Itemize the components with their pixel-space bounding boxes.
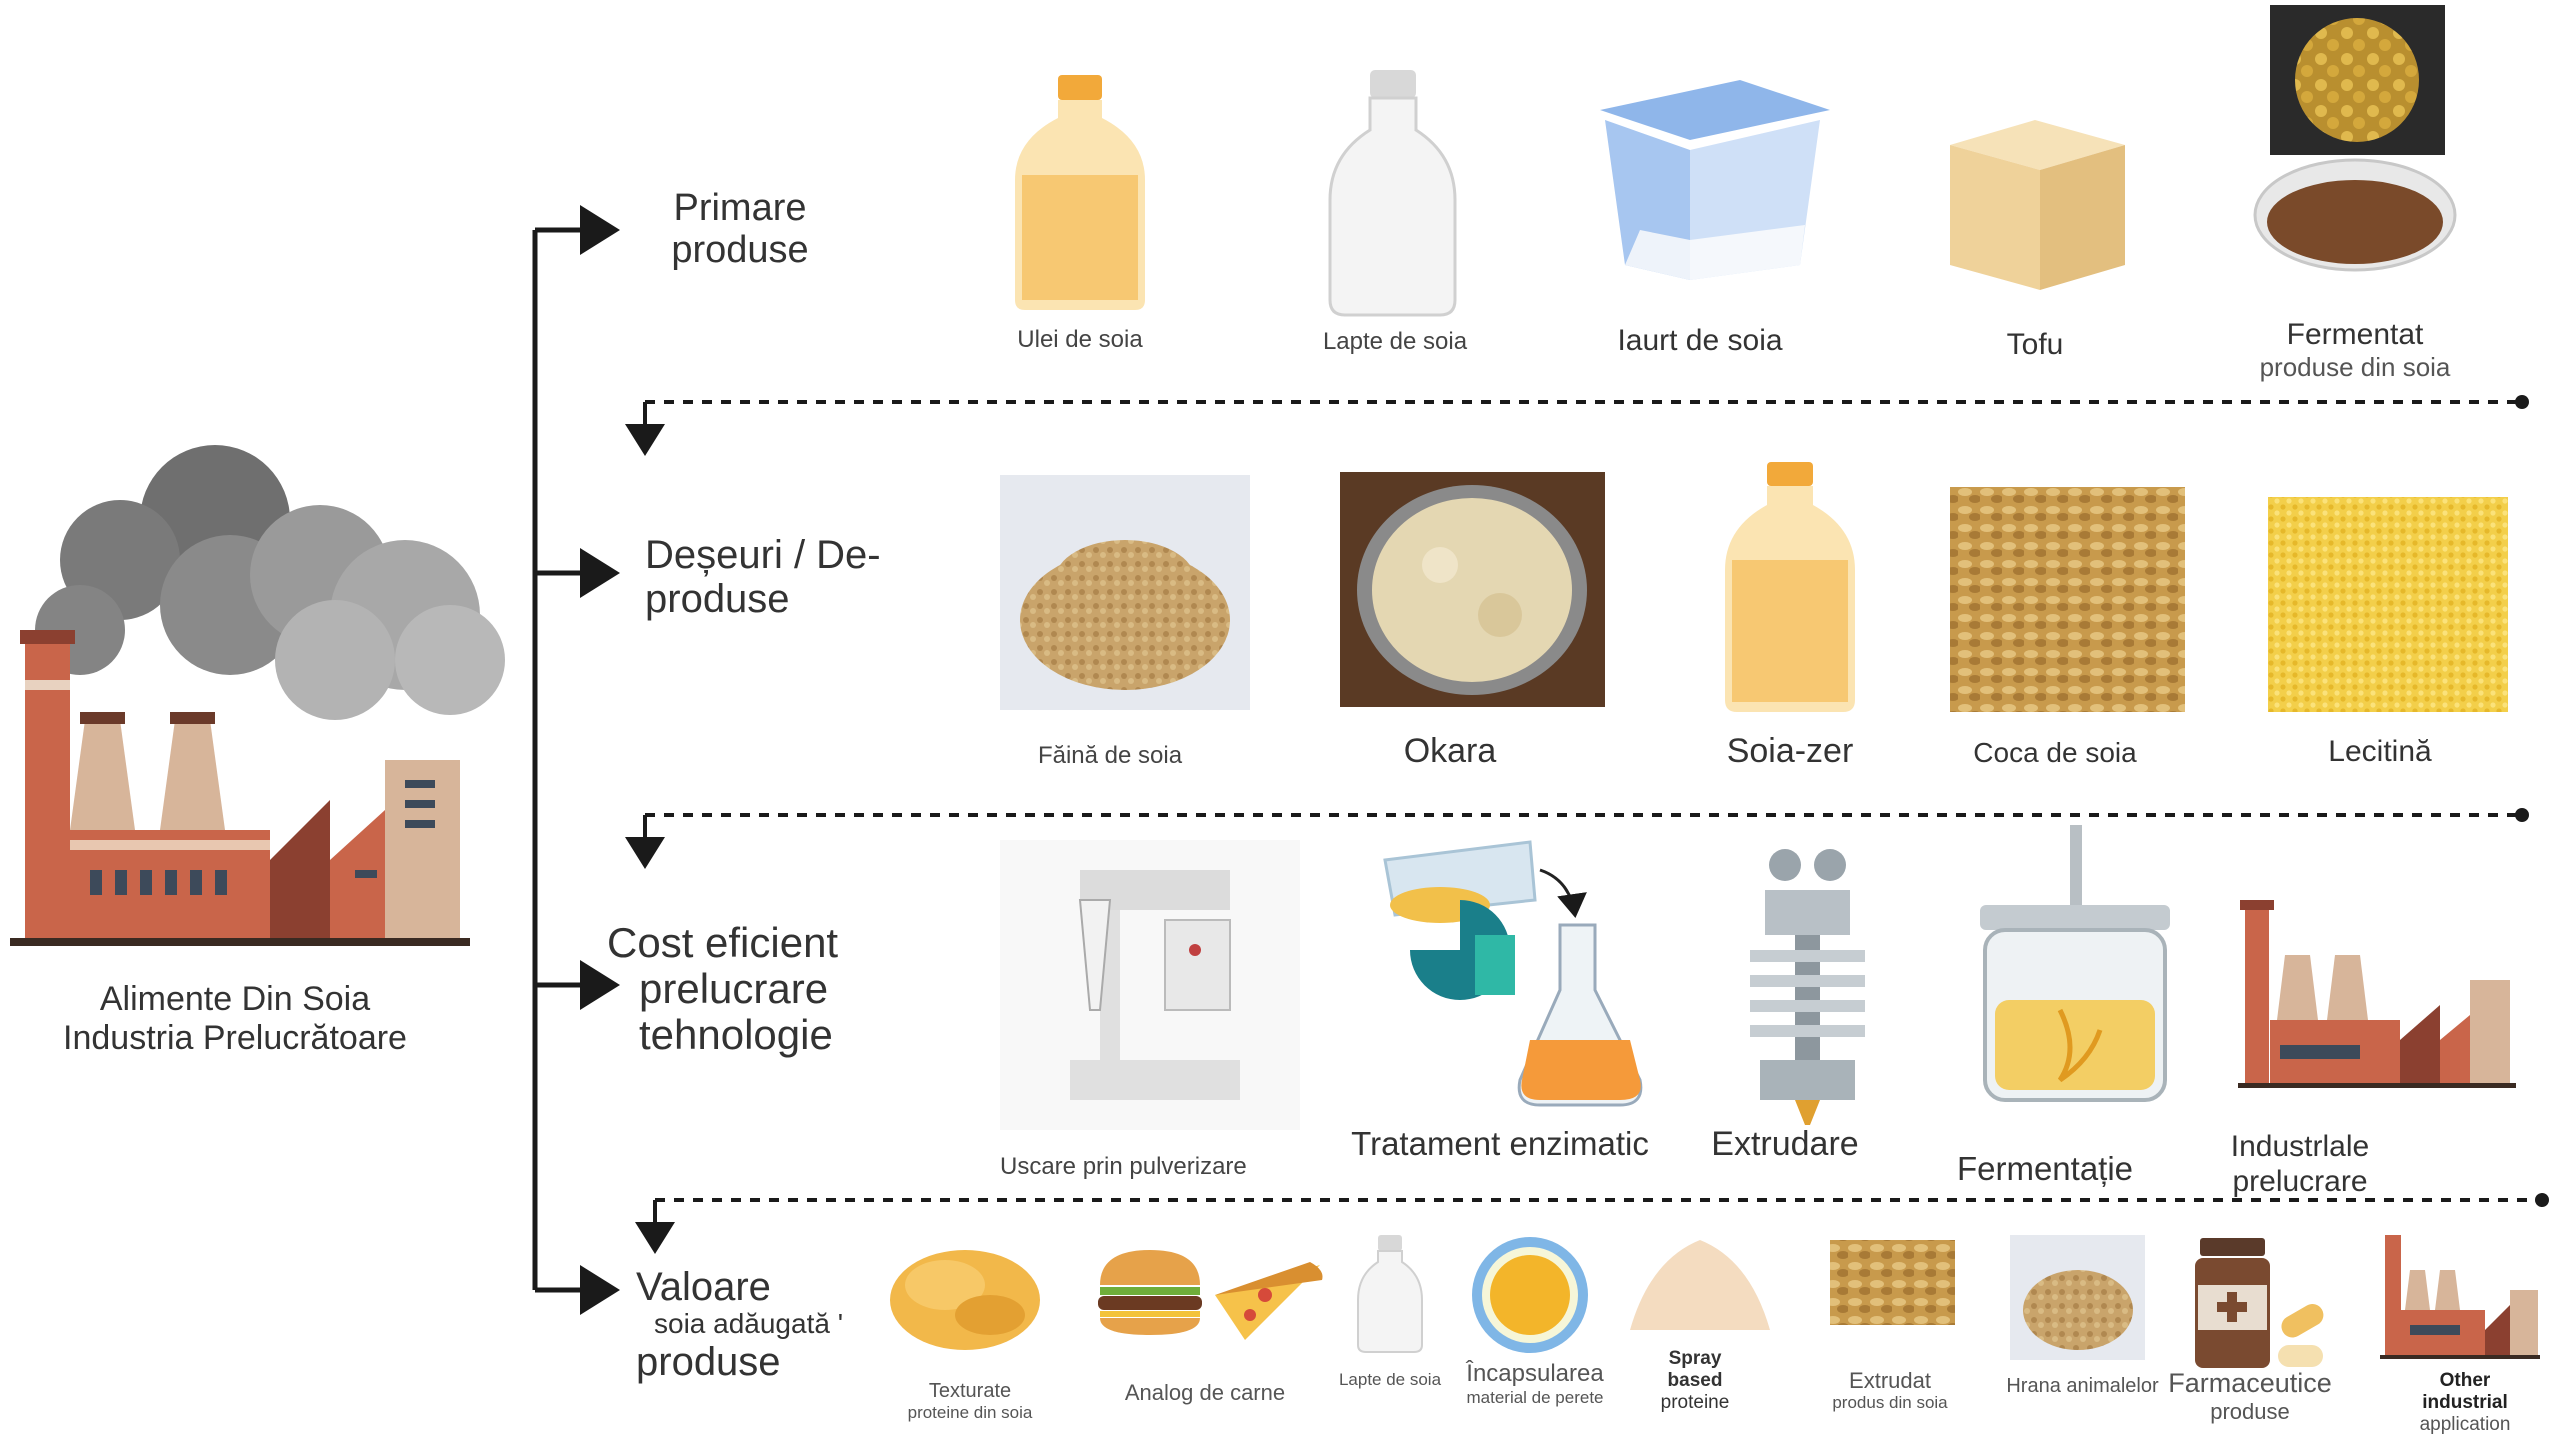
factory-icon	[10, 630, 470, 946]
caption-extruded-product: Extrudat produs din soia	[1810, 1368, 1970, 1413]
caption-okara: Okara	[1403, 732, 1497, 770]
caption-soy-flour: Făină de soia	[1037, 742, 1183, 769]
caption-soy-milk-small: Lapte de soia	[1338, 1370, 1442, 1389]
caption-textured-line1: Texturate	[928, 1380, 1012, 1402]
caption-spray-line3: proteine	[1660, 1391, 1730, 1413]
caption-other-line2: industrial	[2422, 1391, 2508, 1413]
caption-other-line1: Other	[2439, 1370, 2491, 1391]
encapsulation-icon	[1472, 1237, 1588, 1353]
caption-spray-drying: Uscare prin pulverizare	[1000, 1153, 1247, 1180]
caption-soy-milk: Lapte de soia	[1322, 328, 1468, 355]
section-label-primary: Primare produse	[645, 187, 835, 272]
soybean-oil-bottle-icon	[1015, 75, 1145, 310]
caption-industrial-line2: prelucrare	[2232, 1164, 2368, 1198]
caption-encap-line1: Încapsularea	[1466, 1360, 1604, 1387]
factory-label-line2: Industria Prelucrătoare	[63, 1019, 407, 1058]
enzymatic-treatment-icon	[1383, 840, 1643, 1107]
section-value-line1: Valoare	[636, 1265, 771, 1309]
other-industrial-icon	[2380, 1235, 2540, 1359]
section-primary-line1: Primare	[673, 187, 807, 229]
section-waste-line2: produse	[645, 577, 790, 621]
caption-industrial-processing: Industrlale prelucrare	[2195, 1130, 2405, 1199]
caption-extrusion: Extrudare	[1711, 1125, 1859, 1163]
soy-flour-photo	[1000, 475, 1250, 710]
section-label-waste: Deșeuri / De- produse	[645, 533, 881, 621]
caption-other-line3: application	[2419, 1413, 2511, 1435]
fermented-soybeans-photo	[2253, 5, 2457, 272]
okara-photo	[1340, 472, 1605, 707]
industrial-factory-icon	[2238, 900, 2516, 1088]
section-waste-line1: Deșeuri / De-	[645, 533, 881, 577]
caption-spray-line1: Spray	[1668, 1348, 1722, 1369]
soy-milk-bottle-small-icon	[1357, 1235, 1423, 1353]
extruder-icon	[1750, 849, 1865, 1125]
caption-pharmaceutical: Farmaceutice produse	[2160, 1368, 2340, 1424]
section-label-tech: Cost eficient prelucrare tehnologie	[607, 919, 839, 1059]
soy-yogurt-cup-icon	[1600, 80, 1830, 280]
soy-whey-bottle-icon	[1725, 462, 1855, 712]
soy-milk-bottle-icon	[1328, 70, 1457, 317]
caption-spray-line2: based	[1667, 1369, 1723, 1391]
factory-label-line1: Alimente Din Soia	[99, 980, 371, 1018]
section-value-line2: soia adăugată '	[654, 1308, 844, 1339]
animal-feed-photo	[2010, 1235, 2145, 1360]
fermenter-icon	[1980, 825, 2170, 1102]
caption-meat-analog: Analog de carne	[1124, 1380, 1286, 1405]
textured-protein-photo	[890, 1250, 1040, 1350]
burger-icon	[1098, 1250, 1202, 1335]
caption-pharma-line2: produse	[2210, 1399, 2290, 1425]
soy-hulls-photo	[1950, 487, 2185, 712]
factory-label: Alimente Din Soia Industria Prelucrătoar…	[0, 980, 470, 1058]
spray-dryer-photo	[1000, 840, 1300, 1130]
caption-encap-line2: material de perete	[1466, 1387, 1604, 1407]
caption-extruded-line1: Extrudat	[1849, 1368, 1931, 1393]
section-primary-line2: produse	[671, 228, 809, 271]
caption-soy-hulls: Coca de soia	[1973, 737, 2137, 768]
pharmaceutical-icon	[2195, 1238, 2324, 1368]
pizza-slice-icon	[1215, 1262, 1323, 1340]
section-tech-line2: prelucrare	[639, 965, 829, 1013]
main-connector	[532, 205, 620, 1315]
section-label-value: Valoare soia adăugată ' produse	[636, 1265, 843, 1384]
caption-enzymatic: Tratament enzimatic	[1351, 1125, 1649, 1162]
section-value-line3: produse	[636, 1339, 781, 1384]
caption-textured-line2: proteine din soia	[907, 1403, 1033, 1422]
caption-animal-feed: Hrana animalelor	[2006, 1375, 2159, 1397]
caption-fermented: Fermentat produse din soia	[2230, 318, 2480, 382]
caption-textured-protein: Texturate proteine din soia	[885, 1380, 1055, 1423]
caption-fermented-line1: Fermentat	[2286, 318, 2424, 351]
caption-industrial-line1: Industrlale	[2230, 1130, 2370, 1163]
extruded-product-photo	[1830, 1240, 1955, 1325]
caption-encapsulation: Încapsularea material de perete	[1455, 1360, 1615, 1407]
caption-lecithin: Lecitină	[2328, 735, 2432, 768]
caption-soybean-oil: Ulei de soia	[1017, 326, 1143, 353]
caption-spray-protein: Spray based proteine	[1630, 1348, 1760, 1414]
caption-soy-whey: Soia-zer	[1726, 732, 1854, 770]
section-tech-line3: tehnologie	[639, 1011, 833, 1059]
caption-other-industrial: Other industrial application	[2400, 1370, 2530, 1436]
caption-pharma-line1: Farmaceutice	[2168, 1368, 2332, 1398]
caption-tofu: Tofu	[2006, 328, 2064, 361]
caption-extruded-line2: produs din soia	[1832, 1393, 1948, 1413]
lecithin-photo	[2268, 497, 2508, 712]
caption-soy-yogurt: Iaurt de soia	[1617, 324, 1783, 357]
factory-smoke-icon	[35, 445, 505, 720]
caption-fermentation: Fermentație	[1956, 1150, 2134, 1187]
spray-protein-powder-icon	[1630, 1240, 1770, 1330]
tofu-block-icon	[1950, 120, 2125, 290]
dotted-separators	[625, 395, 2549, 1254]
section-tech-line1: Cost eficient	[607, 919, 839, 966]
caption-fermented-line2: produse din soia	[2259, 351, 2451, 382]
